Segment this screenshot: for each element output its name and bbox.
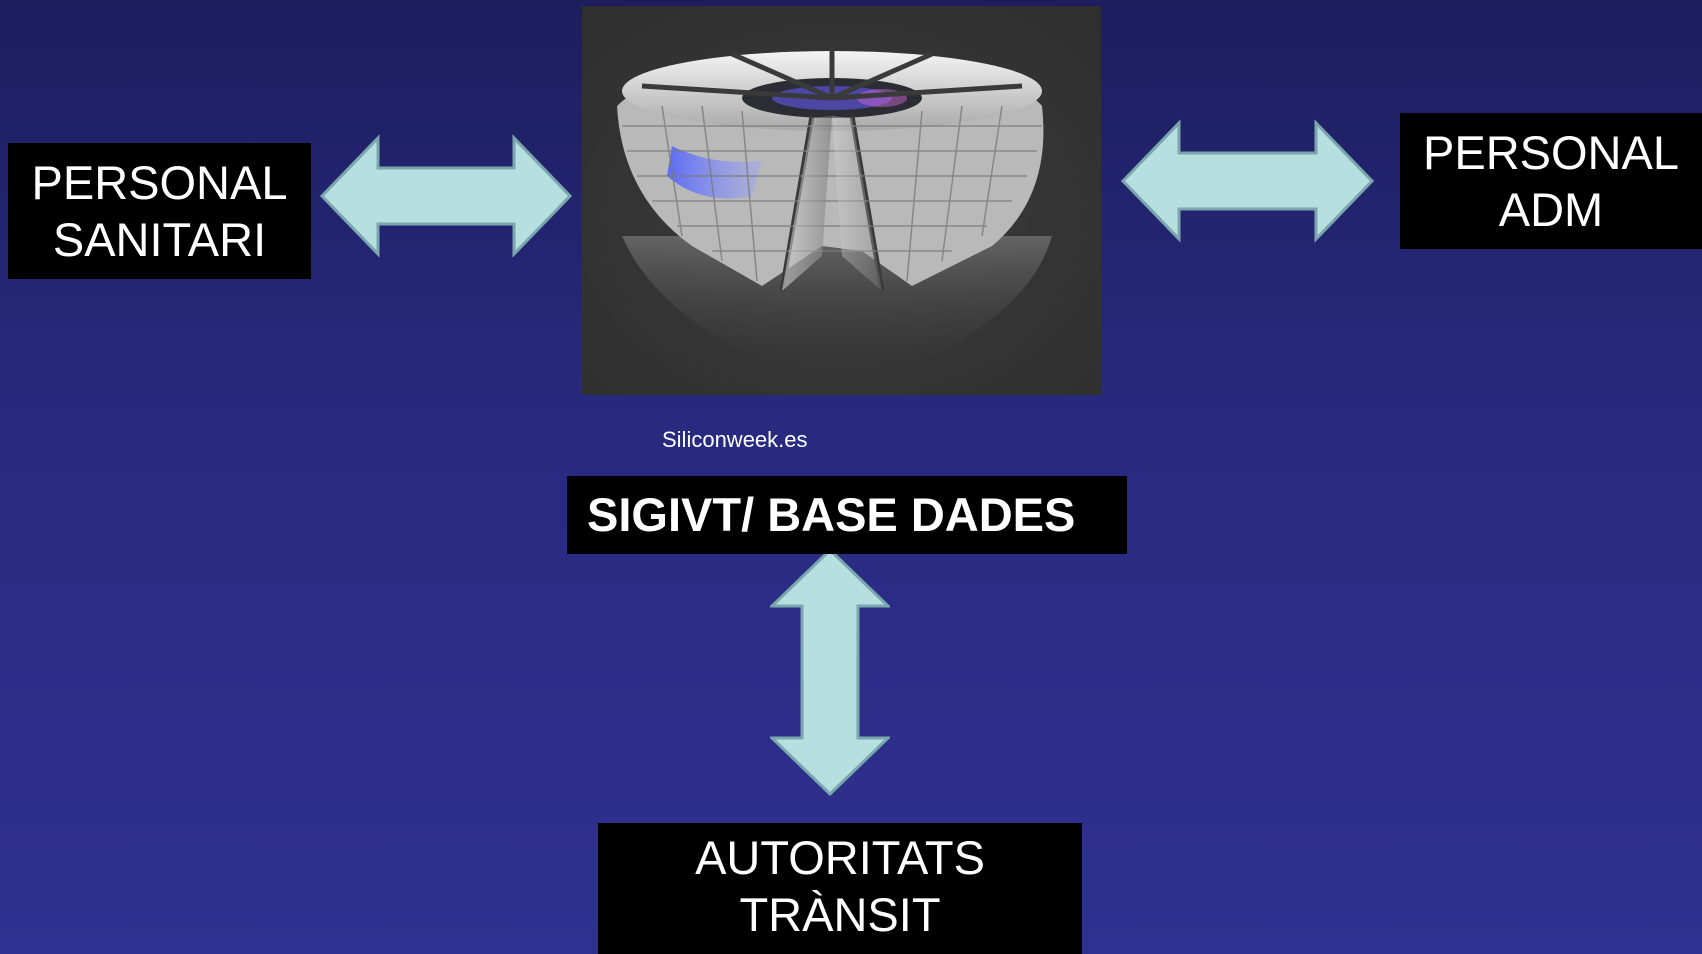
autoritats-transit-box: AUTORITATS TRÀNSIT: [598, 823, 1082, 954]
photo-credit: Siliconweek.es: [662, 427, 808, 452]
sigivt-label: SIGIVT/ BASE DADES: [587, 488, 1076, 541]
personal-sanitari-line1: PERSONAL: [31, 156, 288, 209]
personal-adm-line2: ADM: [1498, 183, 1604, 236]
autoritats-line1: AUTORITATS: [695, 831, 985, 884]
database-cubes-image: [582, 6, 1101, 395]
double-arrow-right: [1121, 119, 1374, 243]
personal-sanitari-box: PERSONAL SANITARI: [8, 143, 311, 279]
double-arrow-left: [320, 134, 572, 258]
personal-adm-box: PERSONAL ADM: [1400, 113, 1702, 249]
sigivt-database-box: SIGIVT/ BASE DADES: [567, 476, 1127, 554]
double-arrow-vertical: [770, 548, 890, 796]
personal-adm-line1: PERSONAL: [1423, 126, 1679, 179]
autoritats-line2: TRÀNSIT: [739, 888, 941, 941]
personal-sanitari-line2: SANITARI: [52, 213, 267, 266]
